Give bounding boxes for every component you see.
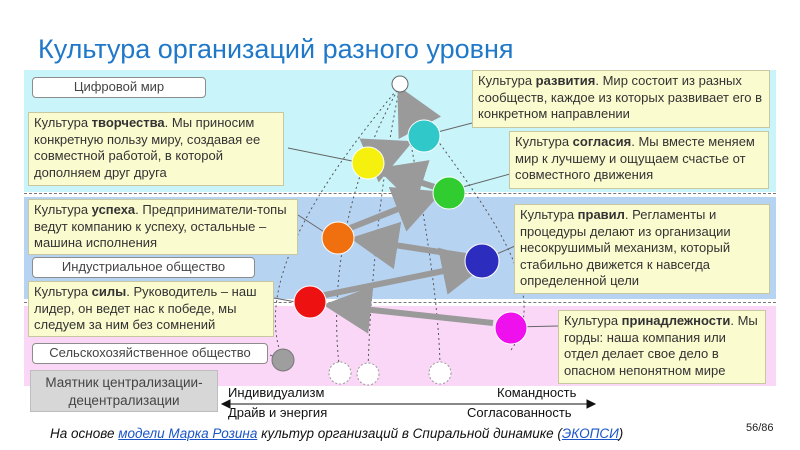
apex-node [391, 75, 409, 93]
empty-node [328, 361, 352, 385]
power-node [293, 285, 327, 319]
agricultural-society-label: Сельскохозяйственное общество [32, 343, 268, 364]
grey-node [271, 348, 295, 372]
cone-lines [274, 85, 525, 373]
transition-arrows [309, 85, 494, 334]
success-culture-note: Культура успеха. Предприниматели-топы ве… [28, 199, 298, 255]
consent-node [432, 176, 466, 210]
pendulum-label: Маятник централизации-децентрализации [30, 370, 218, 412]
development-node [407, 119, 441, 153]
footer-note: На основе модели Марка Розина культур ор… [50, 426, 624, 441]
axis-left-top: Индивидуализм [228, 385, 325, 400]
consent-culture-note: Культура согласия. Мы вместе меняем мир … [509, 131, 769, 189]
creativity-node [351, 146, 385, 180]
empty-node [428, 361, 452, 385]
rozin-model-link[interactable]: модели Марка Розина [118, 426, 258, 441]
power-culture-note: Культура силы. Руководитель – наш лидер,… [28, 281, 274, 337]
success-node [321, 221, 355, 255]
page-title: Культура организаций разного уровня [38, 34, 514, 64]
ecopsy-link[interactable]: ЭКОПСИ [561, 426, 619, 441]
band-separator [24, 302, 776, 303]
page-number: 56/86 [746, 422, 774, 434]
digital-world-label: Цифровой мир [32, 77, 206, 98]
team-axis-arrow [220, 399, 597, 409]
empty-node [356, 362, 380, 386]
rules-node [464, 243, 500, 279]
axis-right-bottom: Согласованность [467, 405, 572, 420]
axis-right-top: Командность [497, 385, 577, 400]
belonging-node [494, 311, 528, 345]
development-culture-note: Культура развития. Мир состоит из разных… [472, 70, 770, 128]
axis-left-bottom: Драйв и энергия [228, 405, 328, 420]
belonging-culture-note: Культура принадлежности. Мы горды: наша … [558, 310, 766, 384]
rules-culture-note: Культура правил. Регламенты и процедуры … [514, 204, 770, 294]
creativity-culture-note: Культура творчества. Мы приносим конкрет… [28, 112, 284, 186]
industrial-society-label: Индустриальное общество [32, 257, 255, 278]
